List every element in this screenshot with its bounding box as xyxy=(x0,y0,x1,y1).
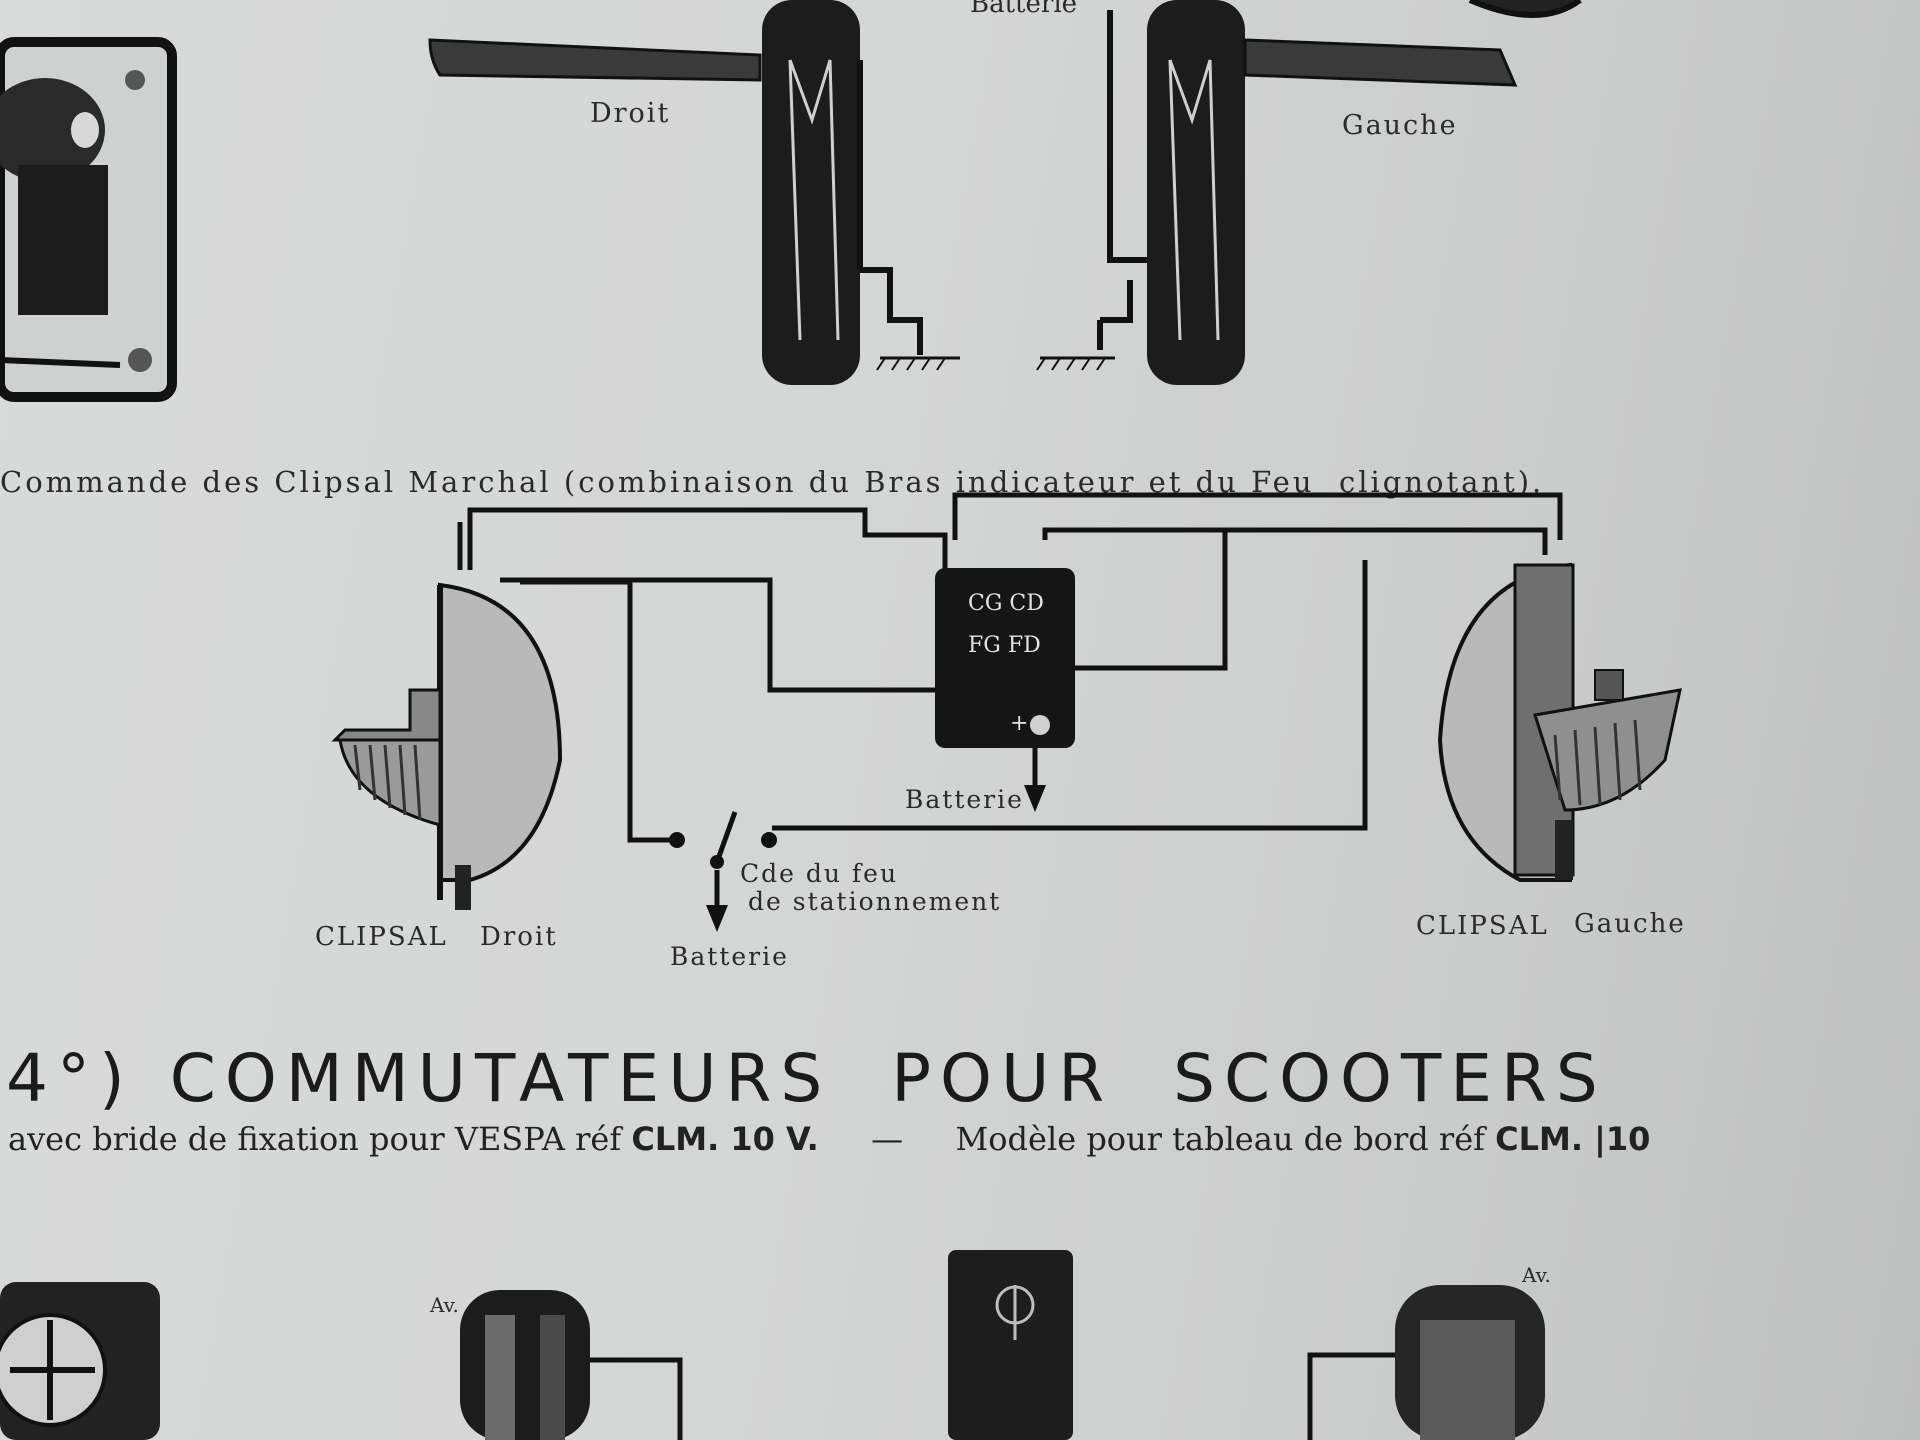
subtitle-vespa-ref: CLM. 10 V. xyxy=(631,1120,819,1158)
clipsal-left-side-label: Gauche xyxy=(1574,909,1686,939)
clipsal-left-label: CLIPSAL xyxy=(1416,911,1549,941)
clipsal-right-label: CLIPSAL xyxy=(315,922,448,952)
switch-box-illustration xyxy=(0,37,177,402)
relay-plus: + xyxy=(1010,711,1028,736)
clipsal-right-side-label: Droit xyxy=(480,922,558,952)
commutator-av-left xyxy=(460,1290,683,1440)
relay-terminals-mid: FG FD xyxy=(968,633,1041,658)
vespa-switch-illustration xyxy=(0,1282,160,1440)
subtitle-dash: — xyxy=(871,1120,904,1158)
parking-switch-label-1: Cde du feu xyxy=(740,859,898,888)
subtitle-dashboard: Modèle pour tableau de bord réf xyxy=(955,1120,1485,1158)
section-subtitle: avec bride de fixation pour VESPA réf CL… xyxy=(8,1120,1650,1158)
parking-light-switch xyxy=(669,811,777,869)
section-number: 4°) xyxy=(6,1040,134,1117)
battery-top-label: Batterie xyxy=(970,0,1077,19)
battery-arrow-switch xyxy=(706,905,728,932)
indicator-arm-left xyxy=(1036,0,1582,385)
dashboard-commutator xyxy=(948,1250,1073,1440)
subtitle-vespa: avec bride de fixation pour VESPA réf xyxy=(8,1120,622,1158)
battery-center-label: Batterie xyxy=(905,785,1024,814)
flasher-relay xyxy=(935,568,1075,748)
av-left-label: Av. xyxy=(429,1293,459,1317)
subtitle-dashboard-ref: CLM. |10 xyxy=(1495,1120,1651,1158)
left-stalk-label: Gauche xyxy=(1342,110,1458,141)
clipsal-left-lamp xyxy=(1437,562,1682,882)
section-title: COMMUTATEURS POUR SCOOTERS xyxy=(169,1040,1607,1117)
commutator-av-right xyxy=(1307,1285,1545,1440)
section-heading: 4°) COMMUTATEURS POUR SCOOTERS xyxy=(0,1040,1920,1117)
wiring-lines xyxy=(457,492,1563,910)
clipsal-right-lamp xyxy=(331,582,563,910)
right-stalk-label: Droit xyxy=(590,98,670,129)
parking-switch-label-2: de stationnement xyxy=(748,887,1001,916)
battery-switch-label: Batterie xyxy=(670,942,789,971)
av-right-label: Av. xyxy=(1521,1263,1551,1287)
battery-arrow-center xyxy=(1024,785,1046,812)
relay-terminals-top: CG CD xyxy=(968,591,1044,616)
indicator-arm-right xyxy=(428,0,960,385)
